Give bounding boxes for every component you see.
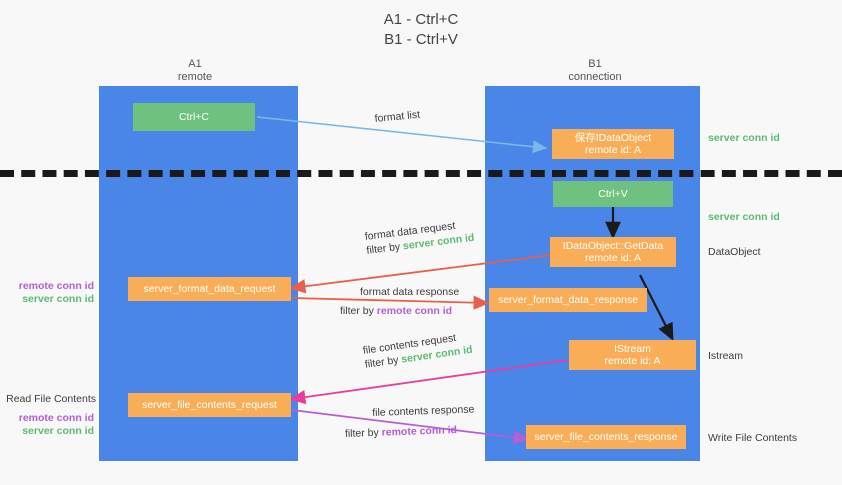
column-header-a1: A1 remote	[120, 58, 270, 84]
edge-label-format-data-response-text: format data response	[360, 286, 460, 298]
column-header-a1-role: remote	[177, 71, 213, 83]
box-idataobject-getdata[interactable]: IDataObject::GetData remote id: A	[550, 237, 676, 267]
box-istream-sub: remote id: A	[604, 355, 661, 367]
annotation-write-file-contents: Write File Contents	[708, 432, 798, 444]
annotation-istream: Istream	[708, 350, 744, 362]
box-server-file-contents-response-label: server_file_contents_response	[534, 431, 678, 443]
box-server-file-contents-request-label: server_file_contents_request	[142, 399, 277, 411]
edge-label-format-data-response: format data response filter by remote co…	[340, 285, 460, 318]
box-server-file-contents-response[interactable]: server_file_contents_response	[526, 425, 686, 449]
box-ctrl-v-label: Ctrl+V	[598, 188, 628, 200]
box-idataobject-getdata-label: IDataObject::GetData	[562, 240, 664, 252]
box-server-format-data-response[interactable]: server_format_data_response	[489, 288, 647, 312]
box-istream[interactable]: IStream remote id: A	[569, 340, 696, 370]
annotation-left-remote-conn-id-1: remote conn id	[18, 280, 94, 292]
arrow-getdata-to-istream	[639, 274, 674, 341]
arrow-format-data-request	[289, 254, 552, 294]
box-ctrl-c[interactable]: Ctrl+C	[133, 103, 255, 131]
box-istream-label: IStream	[614, 343, 651, 355]
column-header-b1-role: connection	[568, 71, 622, 83]
edge-label-format-data-response-filter: filter by remote conn id	[340, 304, 459, 318]
annotation-server-conn-id-2: server conn id	[708, 211, 780, 223]
box-idataobject-getdata-sub: remote id: A	[584, 252, 642, 264]
arrow-format-list	[256, 116, 548, 154]
page-title: A1 - Ctrl+C B1 - Ctrl+V	[0, 10, 842, 50]
annotation-server-conn-id-1: server conn id	[708, 132, 780, 144]
edge-label-file-contents-response-text: file contents response	[372, 403, 475, 419]
box-idataobject-create-sub: remote id: A	[584, 144, 642, 156]
box-server-format-data-request-label: server_format_data_request	[143, 283, 276, 295]
annotation-left-server-conn-id-1: server conn id	[22, 293, 94, 305]
filter-prefix: filter by	[340, 305, 377, 317]
box-server-file-contents-request[interactable]: server_file_contents_request	[128, 393, 291, 417]
box-ctrl-c-label: Ctrl+C	[178, 111, 210, 123]
annotation-dataobject: DataObject	[708, 246, 761, 258]
filter-prefix: filter by	[344, 426, 382, 440]
edge-label-file-contents-response: file contents response filter by remote …	[345, 402, 475, 440]
column-header-b1-name: B1	[588, 58, 602, 70]
arrow-file-contents-response	[291, 409, 530, 445]
filter-key-remote-conn-id: remote conn id	[376, 305, 453, 317]
annotation-read-file-contents: Read File Contents	[6, 393, 96, 405]
column-header-a1-name: A1	[188, 58, 202, 70]
page-title-line-1: A1 - Ctrl+C	[383, 11, 459, 28]
box-idataobject-create-label: 保存IDataObject	[574, 132, 652, 144]
annotation-left-remote-conn-id-2: remote conn id	[18, 412, 94, 424]
arrow-format-data-response	[291, 295, 490, 310]
arrow-file-contents-request	[289, 359, 569, 405]
box-server-format-data-request[interactable]: server_format_data_request	[128, 277, 291, 301]
time-divider	[0, 170, 842, 177]
filter-key-remote-conn-id: remote conn id	[381, 424, 458, 439]
page-title-line-2: B1 - Ctrl+V	[384, 31, 458, 48]
annotation-left-server-conn-id-2: server conn id	[22, 425, 94, 437]
column-header-b1: B1 connection	[520, 58, 670, 84]
box-ctrl-v[interactable]: Ctrl+V	[553, 181, 673, 207]
box-idataobject-create[interactable]: 保存IDataObject remote id: A	[552, 129, 674, 159]
box-server-format-data-response-label: server_format_data_response	[497, 294, 639, 306]
